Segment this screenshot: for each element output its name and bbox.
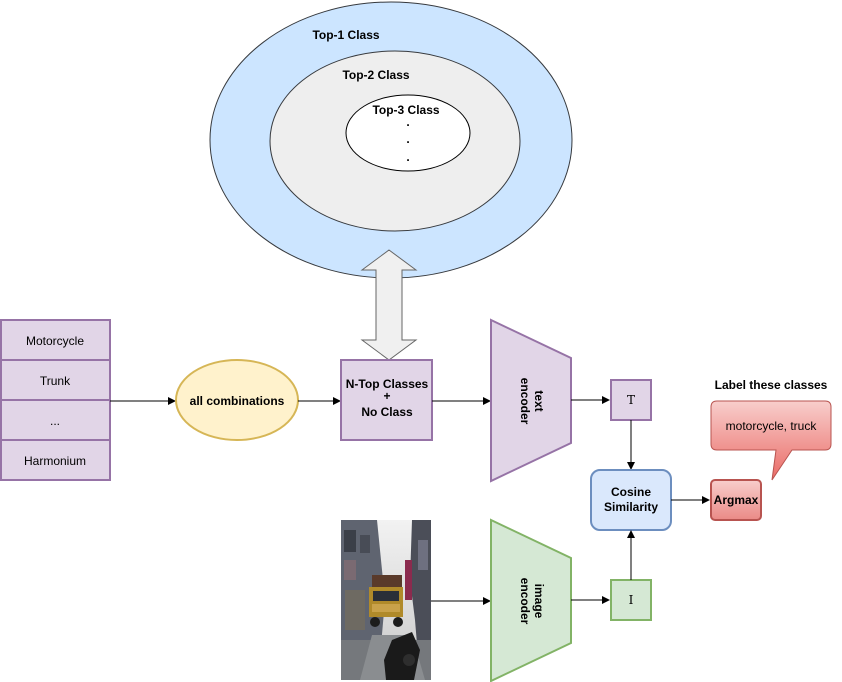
- image-encoder-line1: image: [532, 584, 546, 619]
- t-box: [610, 379, 652, 421]
- cosine-line2: Similarity: [604, 500, 658, 514]
- ellipsis-dot-3: .: [406, 150, 409, 164]
- i-box-label: I: [629, 593, 634, 607]
- callout-bubble: [710, 400, 832, 481]
- i-box: [610, 579, 652, 621]
- class-list-item: [0, 399, 111, 441]
- class-item-trunk: Trunk: [40, 374, 71, 388]
- text-encoder-line2: encoder: [518, 378, 532, 425]
- argmax-label: Argmax: [714, 493, 759, 507]
- argmax-box: [710, 479, 762, 521]
- class-list-item: [0, 319, 111, 361]
- street-photo: [341, 520, 431, 680]
- combinations-label: all combinations: [190, 394, 285, 408]
- ellipsis-dot-2: .: [406, 132, 409, 146]
- top3-label: Top-3 Class: [372, 103, 439, 117]
- callout-text: motorcycle, truck: [726, 419, 818, 433]
- class-rings: Top-1 Class Top-2 Class Top-3 Class . . …: [209, 1, 573, 279]
- text-encoder-line1: text: [532, 390, 546, 411]
- ntop-box: [340, 359, 433, 441]
- bidirectional-arrow: [360, 249, 418, 361]
- class-item-motorcycle: Motorcycle: [26, 334, 84, 348]
- class-list: Motorcycle Trunk ... Harmonium: [0, 319, 111, 481]
- class-list-item: [0, 359, 111, 401]
- image-encoder-line2: encoder: [518, 578, 532, 625]
- top1-label: Top-1 Class: [312, 28, 379, 42]
- ellipsis-dot-1: .: [406, 115, 409, 129]
- ntop-line1: N-Top Classes: [346, 377, 429, 391]
- cosine-line1: Cosine: [611, 485, 651, 499]
- image-encoder: [490, 518, 572, 682]
- combinations-node: [175, 359, 299, 441]
- ntop-line2: +: [383, 389, 390, 403]
- label-title: Label these classes: [715, 378, 828, 392]
- text-encoder: [490, 318, 572, 483]
- class-list-item: [0, 439, 111, 481]
- top2-label: Top-2 Class: [342, 68, 409, 82]
- top3-ring: [345, 94, 471, 172]
- t-box-label: T: [627, 393, 635, 407]
- class-item-harmonium: Harmonium: [24, 454, 86, 468]
- ntop-line3: No Class: [361, 405, 413, 419]
- class-item-ellipsis: ...: [50, 414, 60, 428]
